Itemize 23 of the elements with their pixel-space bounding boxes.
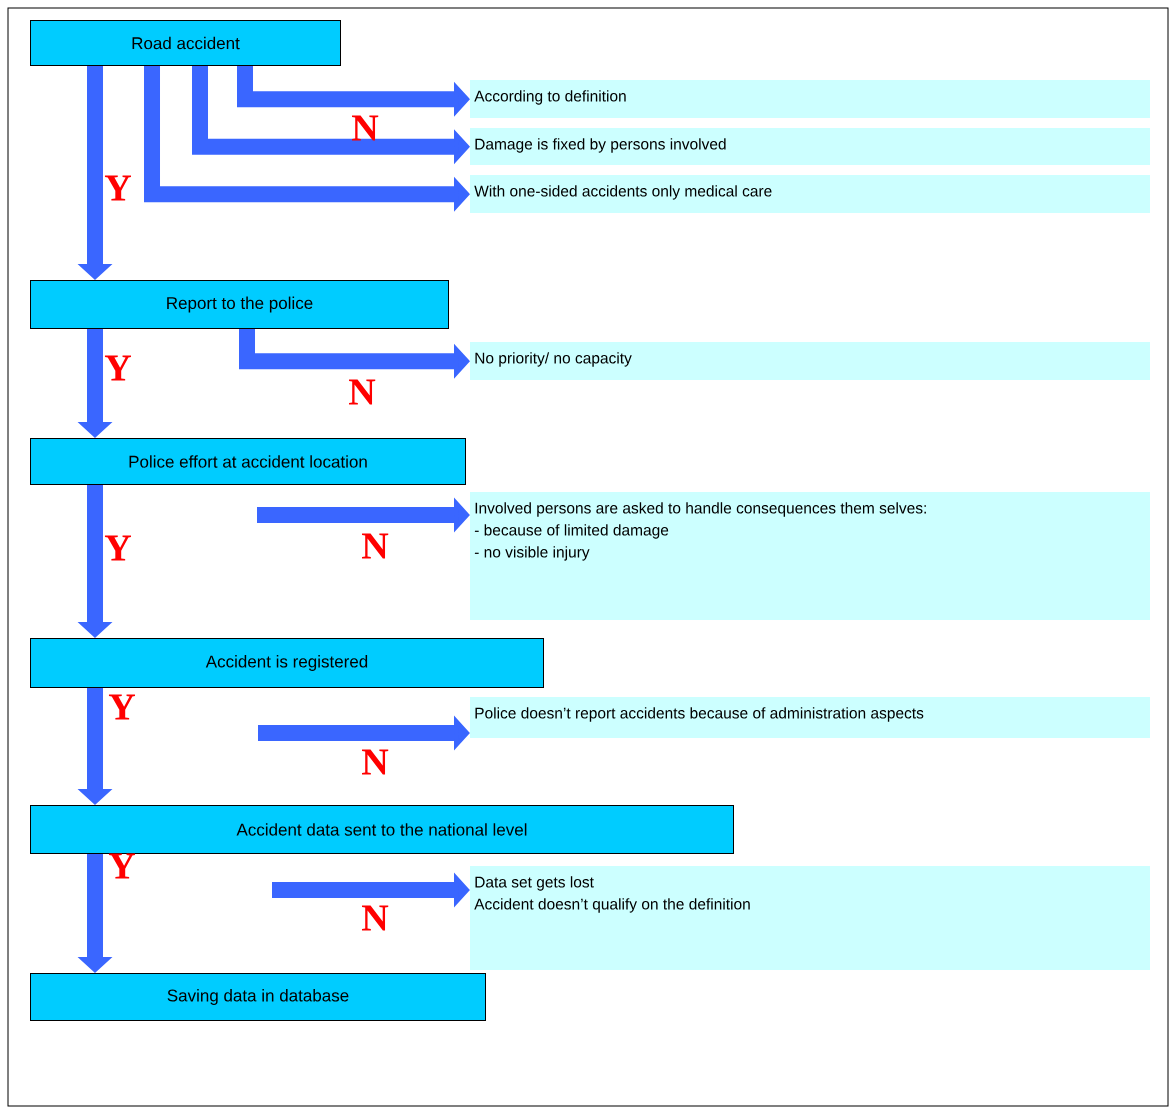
outcome-band: Police doesn’t report accidents because of administration aspects xyxy=(470,697,1150,738)
process-box: Accident is registered xyxy=(30,638,544,688)
outcome-band: Involved persons are asked to handle consequences them selves: - because of limited damage - no visible injury xyxy=(470,492,1150,620)
edge-label: N xyxy=(362,905,389,931)
edge-label: Y xyxy=(108,694,135,720)
outcome-band: According to definition xyxy=(470,80,1150,118)
edge-label: Y xyxy=(104,535,131,561)
outcome-band: Data set gets lost Accident doesn’t qualify on the definition xyxy=(470,866,1150,970)
outcome-band: With one-sided accidents only medical care xyxy=(470,175,1150,213)
outcome-band: Damage is fixed by persons involved xyxy=(470,128,1150,165)
edge-label: N xyxy=(349,379,376,405)
edge-label: Y xyxy=(104,175,131,201)
process-box: Accident data sent to the national level xyxy=(30,805,734,854)
process-box: Saving data in database xyxy=(30,973,486,1021)
process-box: Road accident xyxy=(30,20,341,66)
edge-label: N xyxy=(352,115,379,141)
process-box: Police effort at accident location xyxy=(30,438,466,485)
edge-label: Y xyxy=(104,355,131,381)
edge-label: N xyxy=(362,533,389,559)
outcome-band: No priority/ no capacity xyxy=(470,342,1150,380)
process-box: Report to the police xyxy=(30,280,449,329)
edge-label: N xyxy=(362,749,389,775)
edge-label: Y xyxy=(108,853,135,879)
